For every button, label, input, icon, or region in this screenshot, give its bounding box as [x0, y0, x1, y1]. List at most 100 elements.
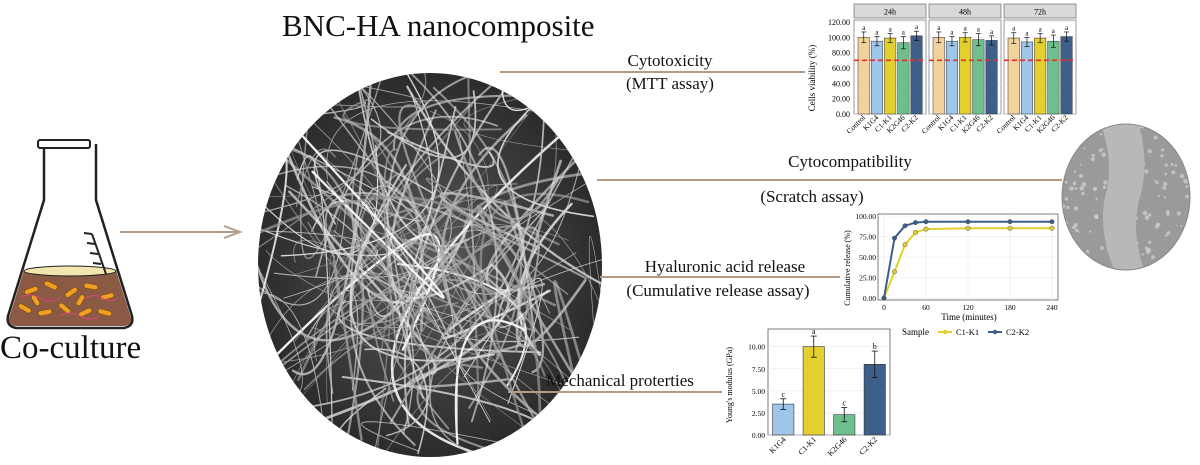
fiber	[258, 204, 464, 342]
cell-dot	[1170, 163, 1174, 166]
coculture-label: Co-culture	[0, 330, 142, 366]
cell-dot	[1069, 265, 1071, 267]
mtt-bar	[1034, 37, 1047, 115]
fiber	[485, 157, 579, 292]
fiber	[553, 280, 597, 414]
mtt-ytick: 120.00	[828, 18, 850, 27]
mtt-bar	[884, 37, 897, 115]
cell-dot	[1155, 224, 1159, 229]
fiber	[383, 148, 399, 362]
modulus-xtick: C2-K2	[857, 435, 879, 457]
release-line-C2-K2	[883, 220, 1052, 299]
mtt-sig-letter: a	[862, 24, 866, 32]
cell-dot	[1062, 254, 1065, 259]
cell-dot	[1180, 225, 1183, 228]
mechanical-label: Mechanical proterties	[546, 371, 694, 390]
cell-dot	[1069, 257, 1072, 259]
cell-dot	[1071, 225, 1076, 230]
release-point	[923, 219, 929, 225]
cell-dot	[1170, 252, 1176, 257]
cell-dot	[1160, 154, 1164, 158]
cell-dot	[1179, 258, 1182, 261]
fiber	[311, 100, 414, 339]
cell-dot	[1093, 214, 1099, 219]
release-point	[881, 295, 887, 301]
cell-dot	[1163, 196, 1167, 199]
modulus-ytick: 5.00	[752, 387, 765, 396]
cell-dot	[1164, 172, 1167, 176]
mtt-sig-letter: a	[1012, 25, 1016, 33]
cell-dot	[1090, 157, 1095, 162]
fiber	[369, 292, 402, 402]
release-point	[965, 225, 971, 231]
fiber	[370, 90, 477, 159]
mtt-bar	[932, 37, 945, 115]
legend-marker	[992, 329, 998, 335]
modulus-ytick: 2.50	[752, 409, 765, 418]
cell-dot	[1153, 135, 1158, 140]
nanofiber-sphere-image	[258, 73, 602, 457]
fiber	[515, 159, 587, 348]
cell-dot	[1177, 261, 1181, 265]
mtt-ytick: 20.00	[832, 95, 850, 104]
mtt-panel-strip	[853, 3, 927, 19]
fiber	[386, 73, 506, 399]
fiber	[258, 199, 347, 306]
cell-dot	[1085, 249, 1090, 254]
release-point	[913, 229, 918, 235]
cell-dot	[1183, 130, 1187, 133]
cell-dot	[1074, 187, 1078, 190]
cell-dot	[1073, 206, 1079, 211]
mtt-bar	[1060, 36, 1073, 115]
fiber	[258, 194, 435, 276]
modulus-ytick: 10.00	[748, 343, 765, 352]
fiber	[406, 85, 602, 290]
release-point	[913, 220, 918, 225]
cell-dot	[1085, 258, 1089, 262]
cell-dot	[1101, 152, 1106, 157]
fiber	[265, 250, 585, 392]
mtt-sig-letter: a	[964, 25, 968, 33]
cell-dot	[1147, 149, 1152, 154]
cell-dot	[1189, 228, 1190, 232]
mtt-sig-letter: a	[1025, 29, 1029, 37]
cell-dot	[1065, 236, 1069, 241]
fiber	[406, 344, 521, 388]
mtt-sig-letter: a	[1052, 27, 1056, 35]
mtt-panel-strip	[1003, 3, 1077, 19]
cell-dot	[1102, 185, 1107, 189]
mtt-bar	[959, 37, 972, 115]
cell-dot	[1165, 234, 1168, 237]
fiber	[365, 136, 472, 336]
fiber	[300, 73, 389, 260]
release-point	[965, 219, 971, 225]
cell-dot	[1100, 246, 1104, 250]
fiber	[261, 82, 382, 213]
fiber	[306, 75, 496, 324]
release-ytick: 25.00	[859, 274, 876, 283]
mtt-sig-letter: a	[990, 28, 994, 36]
cell-dot	[1079, 186, 1084, 191]
fiber	[286, 103, 326, 245]
modulus-xtick: K1G4	[767, 435, 787, 455]
mtt-ytick: 40.00	[832, 79, 850, 88]
release-xtick: 0	[882, 303, 886, 312]
legend-marker	[942, 329, 948, 335]
cell-dot	[1174, 164, 1178, 167]
release-xtick: 60	[922, 303, 930, 312]
fiber	[260, 162, 431, 338]
cell-dot	[1089, 230, 1092, 233]
cell-dot	[1147, 214, 1150, 217]
mtt-sig-letter: a	[950, 29, 954, 37]
cell-dot	[1175, 224, 1178, 227]
cell-dot	[1183, 178, 1188, 184]
mtt-bar	[897, 42, 910, 115]
cell-dot	[1081, 191, 1085, 196]
cell-dot	[1067, 148, 1072, 153]
mtt-panel-label: 48h	[959, 8, 971, 17]
cytocompat-label: Cytocompatibility	[788, 152, 912, 171]
mtt-bar	[972, 39, 985, 115]
cell-dot	[1184, 144, 1188, 148]
cell-dot	[1166, 231, 1171, 235]
fiber	[295, 128, 445, 299]
